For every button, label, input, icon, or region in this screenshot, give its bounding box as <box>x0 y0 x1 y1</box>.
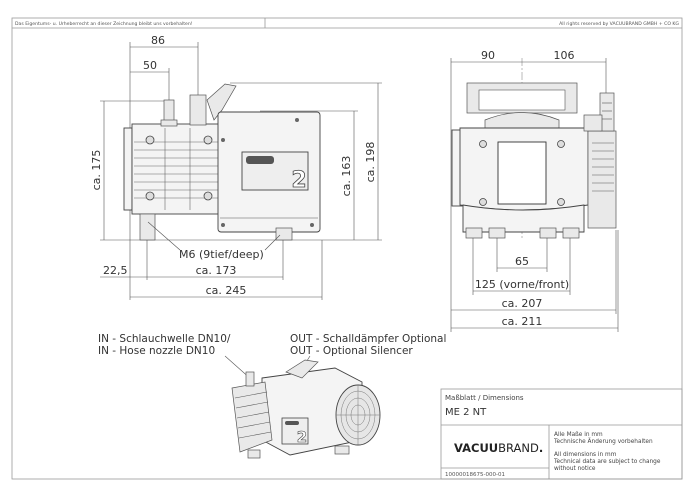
dim-173: ca. 173 <box>196 264 237 277</box>
badge-logo <box>246 156 274 164</box>
iso-badge-number: 2 <box>297 428 307 446</box>
in-label-en: IN - Hose nozzle DN10 <box>98 345 215 357</box>
iso-view: IN - Schlauchwelle DN10/ IN - Hose nozzl… <box>98 333 446 459</box>
front-view: 90 106 65 125 (vorne/front) ca. 207 ca. … <box>450 49 619 332</box>
dim-90: 90 <box>481 49 495 62</box>
dim-211: ca. 211 <box>502 315 543 328</box>
dim-86: 86 <box>151 34 165 47</box>
notes-en-1: All dimensions in mm <box>554 452 617 458</box>
side-view: 2 86 50 ca. 175 ca. 163 ca. 198 M6 (9tie… <box>90 34 382 300</box>
front-badge-plate <box>497 141 547 205</box>
brand-logo: VACUUBRAND. <box>454 441 543 455</box>
dim-65: 65 <box>515 255 529 268</box>
header-left-notice: Das Eigentums- u. Urheberrecht an dieser… <box>15 21 193 27</box>
dim-125: 125 (vorne/front) <box>475 278 569 291</box>
in-label-de: IN - Schlauchwelle DN10/ <box>98 333 231 345</box>
notes-en-3: without notice <box>554 466 596 472</box>
model-name: ME 2 NT <box>445 407 487 418</box>
sheet-frame <box>11 17 683 480</box>
notes-de-2: Technische Änderung vorbehalten <box>553 438 653 445</box>
notes-de-1: Alle Maße in mm <box>554 432 603 438</box>
dim-163: ca. 163 <box>340 156 353 197</box>
thread-label: M6 (9tief/deep) <box>179 248 264 261</box>
dim-207: ca. 207 <box>502 297 543 310</box>
badge-number: 2 <box>291 168 306 193</box>
dim-106: 106 <box>554 49 575 62</box>
dim-175: ca. 175 <box>90 150 103 191</box>
dim-245: ca. 245 <box>206 284 247 297</box>
dim-22-5: 22,5 <box>103 264 128 277</box>
dim-198: ca. 198 <box>364 142 377 183</box>
out-label-de: OUT - Schalldämpfer Optional <box>290 333 446 345</box>
dim-50: 50 <box>143 59 157 72</box>
title-block: Maßblatt / Dimensions ME 2 NT VACUUBRAND… <box>440 388 683 480</box>
notes-en-2: Technical data are subject to change <box>553 459 661 465</box>
out-label-en: OUT - Optional Silencer <box>290 345 413 357</box>
sheet-type: Maßblatt / Dimensions <box>445 394 524 402</box>
header-right-notice: All rights reserved by VACUUBRAND GMBH +… <box>559 21 679 27</box>
doc-number: 10000018675-000-01 <box>445 472 505 478</box>
